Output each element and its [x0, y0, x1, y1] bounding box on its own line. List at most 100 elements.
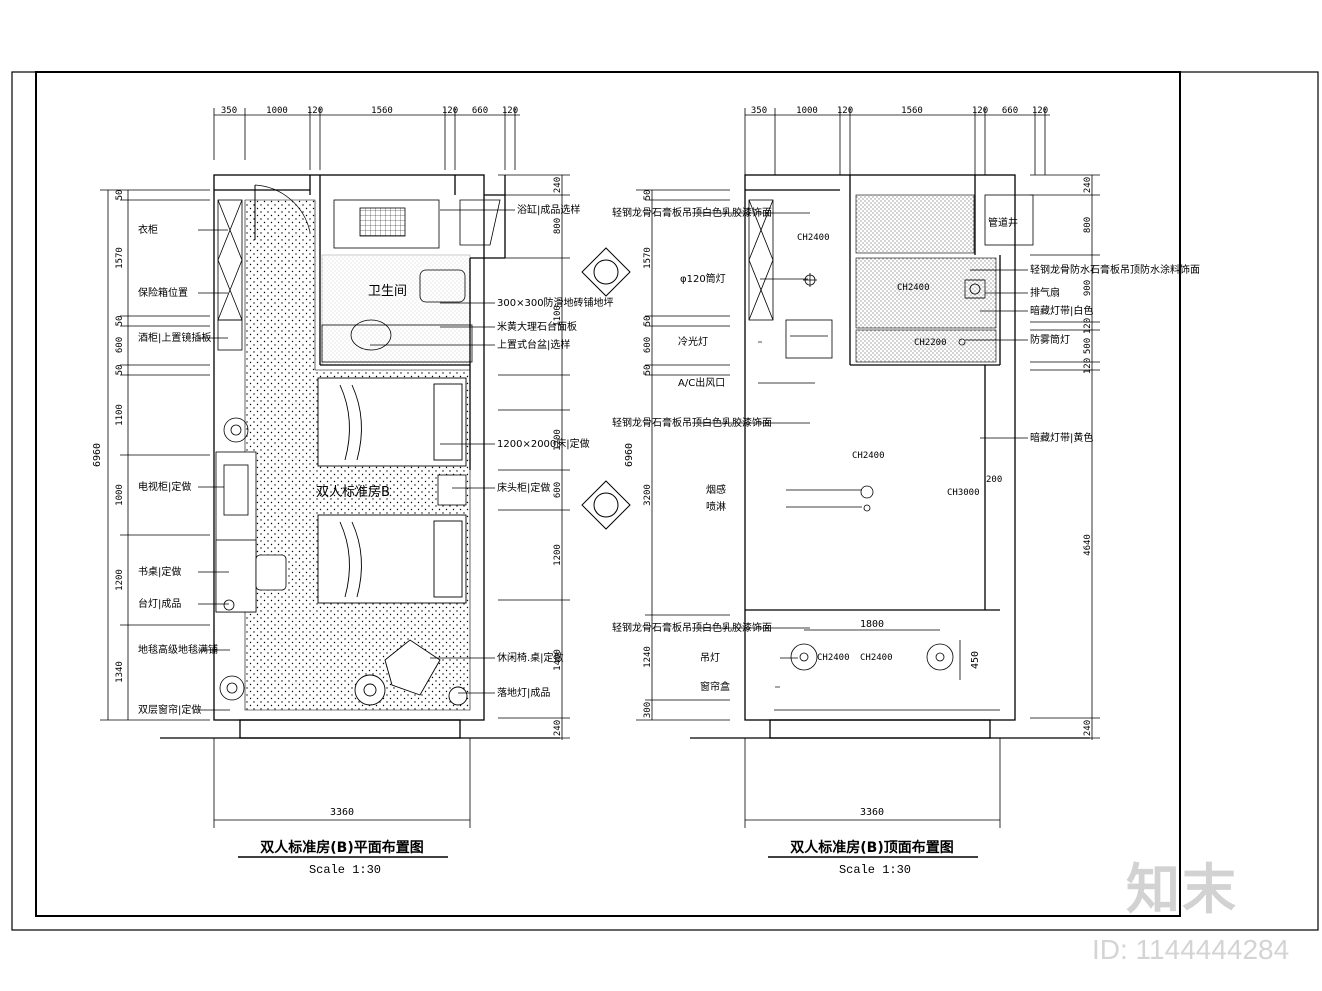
ceiling-callout-right: 暗藏灯带|白色 [1030, 304, 1093, 317]
section-marker [581, 247, 631, 530]
ceiling-top-dim: 120 [1032, 106, 1048, 116]
plan-callout-left: 保险箱位置 [138, 286, 188, 299]
bath-ceiling-zone-3 [855, 329, 997, 363]
plan-right-dimension-labels: 240 800 1100 1200 600 1200 1400 240 [553, 177, 563, 736]
plan-callout-left: 地毯高级地毯满铺 [138, 643, 218, 656]
bed-lower [317, 514, 467, 604]
plan-top-dim: 350 [221, 106, 237, 116]
plan-top-dim: 1560 [371, 106, 393, 116]
plan-right-dim: 800 [553, 218, 563, 234]
bath-ceiling-zone-1 [855, 194, 975, 254]
plan-callout-left: 双层窗帘|定做 [138, 703, 201, 716]
ceiling-left-dim: 1240 [643, 646, 653, 668]
plan-top-dim: 120 [502, 106, 518, 116]
ceiling-top-dimension-line [744, 108, 1050, 175]
bed-upper [317, 377, 467, 467]
ceiling-right-dim: 900 [1083, 280, 1093, 296]
plan-callout-right: 休闲椅.桌|定做 [497, 651, 564, 664]
ceiling-height: CH2200 [914, 338, 947, 348]
ceiling-bottom-width: 3360 [860, 807, 884, 818]
duct-shaft-label: 管道井 [988, 216, 1018, 229]
plan-callouts-right: 浴缸|成品选样300×300防滑地砖铺地坪米黄大理石台面板上置式台盆|选样120… [370, 203, 614, 699]
ceiling-top-dim: 120 [972, 106, 988, 116]
ceiling-right-dim: 4640 [1083, 534, 1093, 556]
bathroom-label: 卫生间 [368, 284, 407, 299]
ceiling-height: CH3000 [947, 488, 980, 498]
plan-callout-right: 落地灯|成品 [497, 686, 550, 699]
ceiling-dim-450: 450 [970, 651, 981, 669]
plan-bottom-dimension-line [213, 738, 471, 828]
ceiling-callout-left: 冷光灯 [678, 335, 708, 348]
plan-right-dim: 1400 [553, 649, 563, 671]
plan-left-dimension-line [100, 189, 210, 721]
ceiling-callout-left: 轻钢龙骨石膏板吊顶白色乳胶漆饰面 [612, 206, 772, 219]
plan-top-dim: 120 [307, 106, 323, 116]
ceiling-top-dim: 660 [1002, 106, 1018, 116]
ceiling-total-height: 6960 [624, 443, 635, 467]
lounge-chair [354, 639, 468, 706]
plan-callout-left: 衣柜 [138, 223, 158, 236]
ceiling-top-dim: 350 [751, 106, 767, 116]
ceiling-right-dim: 800 [1083, 217, 1093, 233]
bathroom [321, 199, 501, 366]
ceiling-title: 双人标准房(B)顶面布置图 [790, 839, 953, 856]
duct-shaft [984, 194, 1034, 246]
nightstand [437, 474, 467, 506]
plan-right-dim: 600 [553, 482, 563, 498]
plan-left-dim: 50 [115, 316, 125, 327]
plan-right-dim: 240 [553, 177, 563, 193]
plan-right-dim: 1200 [553, 544, 563, 566]
ceiling-left-dimension-line [636, 189, 730, 721]
ceiling-top-dim: 120 [837, 106, 853, 116]
plan-top-dimension-line [213, 108, 520, 170]
plan-right-dim: 1100 [553, 305, 563, 327]
plan-callout-left: 酒柜|上置镜插板 [138, 331, 211, 344]
ceiling-callout-right: 防雾筒灯 [1030, 333, 1070, 346]
plan-scale: Scale 1:30 [309, 863, 381, 877]
plan-left-dim: 50 [115, 190, 125, 201]
ceiling-dim-1800: 1800 [860, 619, 884, 630]
ceiling-left-dim: 50 [643, 365, 653, 376]
plan-left-dim: 1100 [115, 404, 125, 426]
room-label: 双人标准房B [316, 484, 390, 500]
ceiling-height: CH2400 [817, 653, 850, 663]
ceiling-right-dimension-line [1030, 174, 1100, 740]
plan-top-dim: 660 [472, 106, 488, 116]
plan-right-dim: 1200 [553, 429, 563, 451]
ceiling-height: CH2400 [797, 233, 830, 243]
plan-callout-left: 台灯|成品 [138, 597, 181, 610]
plan-left-dim: 1570 [115, 247, 125, 269]
ceiling-right-dim: 120 [1083, 318, 1093, 334]
ceiling-right-dim: 120 [1083, 358, 1093, 374]
ceiling-callout-left: 烟感 [706, 483, 726, 496]
plan-callout-right: 1200×2000床|定做 [497, 437, 590, 450]
ceiling-height: CH2400 [852, 451, 885, 461]
ceiling-callout-left: φ120筒灯 [680, 272, 726, 285]
ceiling-scale: Scale 1:30 [839, 863, 911, 877]
plan-left-dim: 1000 [115, 484, 125, 506]
ceiling-callout-right: 轻钢龙骨防水石膏板吊顶防水涂料饰面 [1030, 263, 1200, 276]
ceiling-bottom-dimension-line [744, 738, 1001, 828]
plan-callout-right: 300×300防滑地砖铺地坪 [497, 296, 614, 309]
ceiling-callout-right: 排气扇 [1030, 286, 1060, 299]
ceiling-callout-left: 轻钢龙骨石膏板吊顶白色乳胶漆饰面 [612, 621, 772, 634]
ceiling-right-dim: 500 [1083, 338, 1093, 354]
plan-total-height: 6960 [92, 443, 103, 467]
ceiling-dim-200: 200 [986, 475, 1002, 485]
ceiling-wardrobe [748, 199, 833, 359]
plan-right-dim: 240 [553, 720, 563, 736]
plan-callout-left: 电视柜|定做 [138, 480, 191, 493]
brand-watermark: 知末 [1126, 858, 1238, 921]
sheet-frame [11, 71, 1319, 931]
tv-cabinet-desk [215, 451, 287, 613]
ceiling-callout-left: 窗帘盒 [700, 680, 730, 693]
entry-door-swing [254, 184, 311, 233]
